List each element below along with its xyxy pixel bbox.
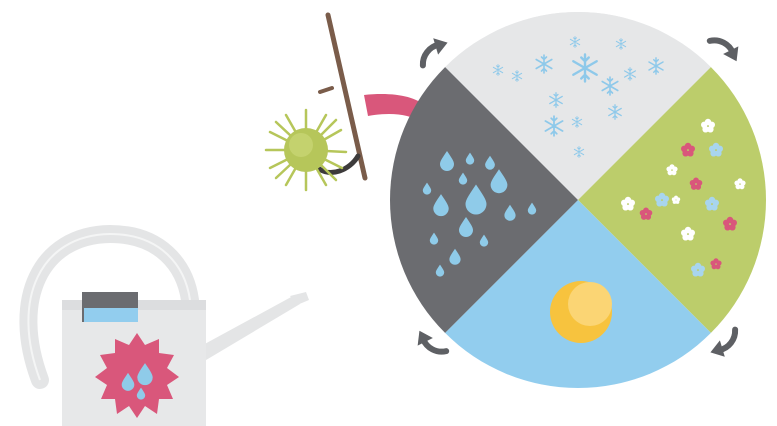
branch-with-burr-icon bbox=[266, 15, 365, 190]
sun-icon bbox=[550, 281, 612, 343]
watering-can-icon bbox=[28, 234, 309, 426]
seasons-wheel bbox=[350, 0, 777, 426]
